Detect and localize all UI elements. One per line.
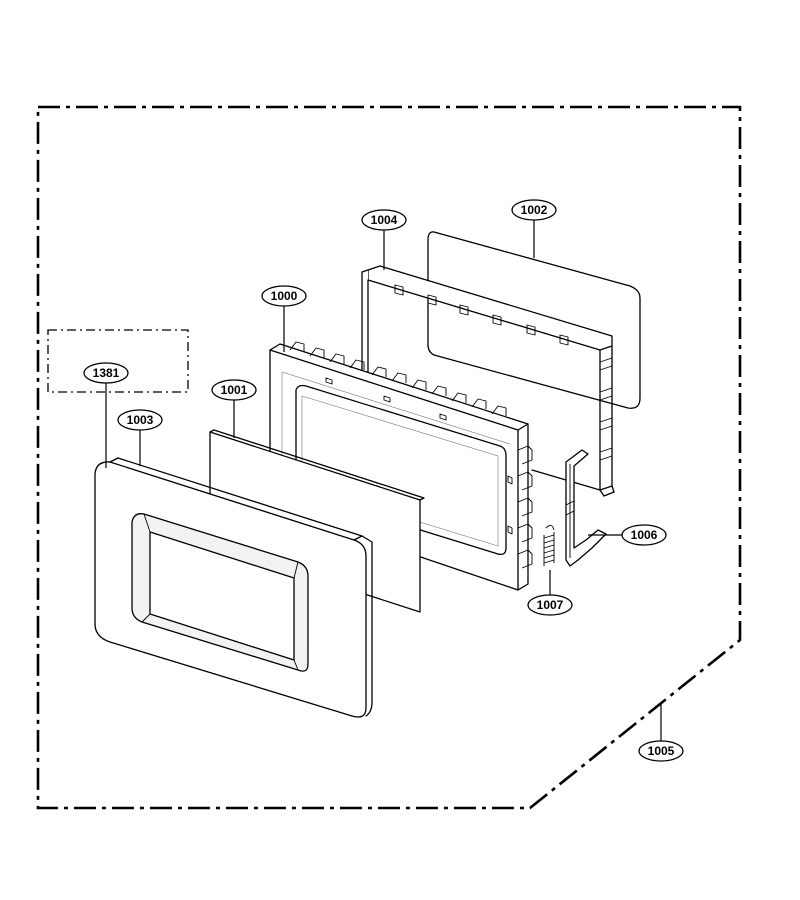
part-1007-spring — [543, 525, 555, 566]
callout-label: 1007 — [537, 598, 564, 612]
callout-label: 1001 — [221, 383, 248, 397]
callout-label: 1006 — [631, 528, 658, 542]
part-1003-door-panel — [94, 457, 373, 718]
callout-1001: 1001 — [211, 379, 257, 401]
callout-1003: 1003 — [117, 409, 163, 431]
optional-part-box — [47, 329, 189, 393]
callout-label: 1000 — [271, 289, 298, 303]
callout-1006: 1006 — [621, 524, 667, 546]
callout-label: 1381 — [93, 366, 120, 380]
callout-label: 1002 — [521, 203, 548, 217]
part-1004-frame — [361, 265, 615, 497]
assembly-boundary — [36, 105, 742, 810]
callout-1004: 1004 — [361, 209, 407, 231]
callout-leaders — [105, 218, 662, 743]
callout-label: 1004 — [371, 213, 398, 227]
part-1006-latch — [565, 449, 607, 567]
callout-1381: 1381 — [83, 362, 129, 384]
callout-label: 1003 — [127, 413, 154, 427]
callout-1000: 1000 — [261, 285, 307, 307]
callout-1005: 1005 — [638, 740, 684, 762]
callout-1007: 1007 — [527, 594, 573, 616]
callout-label: 1005 — [648, 744, 675, 758]
callout-1002: 1002 — [511, 199, 557, 221]
